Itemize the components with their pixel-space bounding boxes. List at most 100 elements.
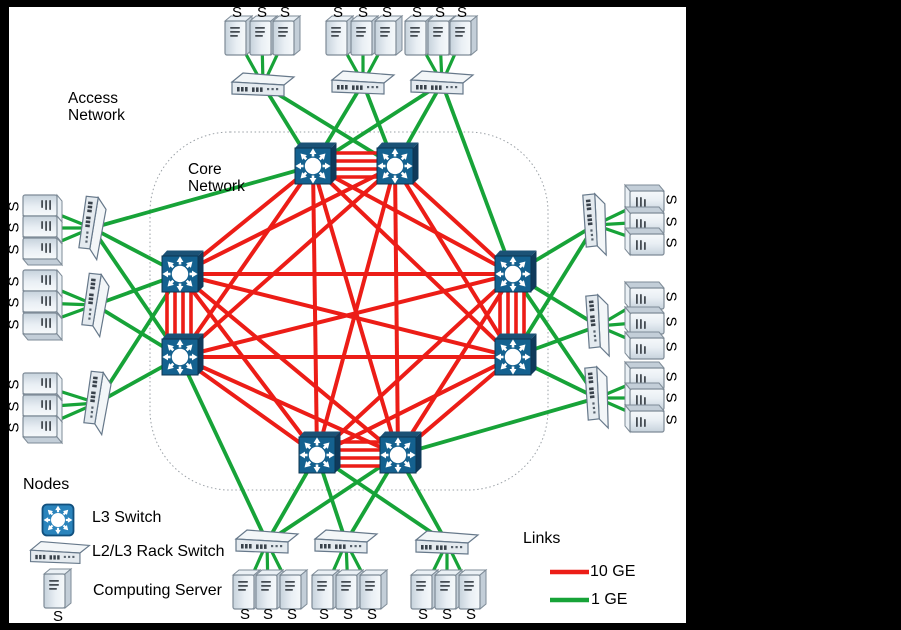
server-s-label: S xyxy=(318,606,329,623)
link-10ge xyxy=(316,355,514,457)
server-s-label: S xyxy=(231,4,242,21)
computing-server-icon xyxy=(624,331,665,360)
computing-server-icon xyxy=(624,281,665,310)
legend-server-label: Computing Server xyxy=(93,582,222,599)
server-s-label: S xyxy=(239,606,250,623)
core-network-label: Core Network xyxy=(188,161,245,195)
link-10ge xyxy=(393,164,515,359)
legend-server-s-label: S xyxy=(52,608,63,625)
rack-switch-icon xyxy=(82,370,113,436)
server-s-label: S xyxy=(662,414,680,425)
computing-server-icon xyxy=(434,569,463,610)
server-s-label: S xyxy=(456,4,467,21)
rack-switch-icon xyxy=(231,72,295,97)
server-s-label: S xyxy=(256,4,267,21)
server-s-label: S xyxy=(357,4,368,21)
legend-1ge-label: 1 GE xyxy=(591,591,628,608)
link-10ge xyxy=(178,272,400,457)
computing-server-icon xyxy=(255,569,284,610)
link-10ge xyxy=(393,165,400,456)
link-10ge xyxy=(311,165,319,456)
computing-server-icon xyxy=(374,15,403,56)
server-s-label: S xyxy=(441,606,452,623)
server-s-label: S xyxy=(662,316,680,327)
core-l3-switch-icon xyxy=(380,432,422,474)
rack-switch-icon xyxy=(331,70,395,95)
server-s-label: S xyxy=(662,392,680,403)
rack-switch-icon xyxy=(415,530,479,555)
link-1ge xyxy=(91,164,314,230)
rack-switch-icon xyxy=(583,293,614,359)
link-10ge xyxy=(315,272,515,457)
computing-server-icon xyxy=(458,569,487,610)
rack-switch-icon xyxy=(410,70,474,95)
legend-computing-server-icon xyxy=(43,568,72,609)
computing-server-icon xyxy=(624,306,665,335)
rack-switch-icon xyxy=(80,272,111,338)
server-s-label: S xyxy=(5,222,23,233)
server-s-label: S xyxy=(286,606,297,623)
server-s-label: S xyxy=(5,276,23,287)
server-s-label: S xyxy=(662,237,680,248)
computing-server-icon xyxy=(449,15,478,56)
server-s-label: S xyxy=(5,297,23,308)
core-l3-switch-icon xyxy=(162,334,204,376)
core-l3-switch-icon xyxy=(495,334,537,376)
computing-server-icon xyxy=(350,15,379,56)
server-s-label: S xyxy=(434,4,445,21)
link-10ge xyxy=(396,272,515,457)
computing-server-icon xyxy=(22,237,63,266)
link-10ge xyxy=(179,272,514,359)
server-s-label: S xyxy=(5,201,23,212)
server-s-label: S xyxy=(662,341,680,352)
server-s-label: S xyxy=(417,606,428,623)
legend-10ge-label: 10 GE xyxy=(590,563,636,580)
computing-server-icon xyxy=(410,569,439,610)
computing-server-icon xyxy=(359,569,388,610)
server-s-label: S xyxy=(262,606,273,623)
server-s-label: S xyxy=(662,371,680,382)
link-10ge xyxy=(178,355,319,457)
core-l3-switch-icon xyxy=(299,432,341,474)
server-s-label: S xyxy=(5,379,23,390)
server-s-label: S xyxy=(662,194,680,205)
link-10ge xyxy=(178,164,397,359)
computing-server-icon xyxy=(272,15,301,56)
core-l3-switch-icon xyxy=(377,143,419,185)
server-s-label: S xyxy=(411,4,422,21)
computing-server-icon xyxy=(224,15,253,56)
rack-switch-icon xyxy=(235,529,299,554)
link-10ge xyxy=(315,165,397,456)
core-l3-switch-icon xyxy=(495,251,537,293)
link-10ge xyxy=(393,164,515,276)
server-s-label: S xyxy=(662,216,680,227)
legend-links-title: Links xyxy=(523,530,561,547)
link-10ge xyxy=(178,164,315,359)
legend-rack-switch-label: L2/L3 Rack Switch xyxy=(92,543,225,560)
computing-server-icon xyxy=(22,312,63,341)
link-10ge xyxy=(178,272,319,457)
link-1ge xyxy=(397,396,598,457)
link-1ge xyxy=(315,453,449,545)
server-s-label: S xyxy=(366,606,377,623)
computing-server-icon xyxy=(335,569,364,610)
computing-server-icon xyxy=(624,404,665,433)
server-s-label: S xyxy=(5,319,23,330)
server-s-label: S xyxy=(662,291,680,302)
server-s-label: S xyxy=(342,606,353,623)
server-s-label: S xyxy=(332,4,343,21)
server-s-label: S xyxy=(279,4,290,21)
rack-switch-icon xyxy=(77,195,108,261)
rack-switch-icon xyxy=(314,529,378,554)
computing-server-icon xyxy=(279,569,308,610)
server-s-label: S xyxy=(5,401,23,412)
server-s-label: S xyxy=(381,4,392,21)
link-1ge xyxy=(511,272,599,400)
legend-l3-switch-label: L3 Switch xyxy=(92,509,162,526)
computing-server-icon xyxy=(311,569,340,610)
server-s-label: S xyxy=(5,422,23,433)
link-10ge xyxy=(312,164,514,276)
computing-server-icon xyxy=(624,227,665,256)
